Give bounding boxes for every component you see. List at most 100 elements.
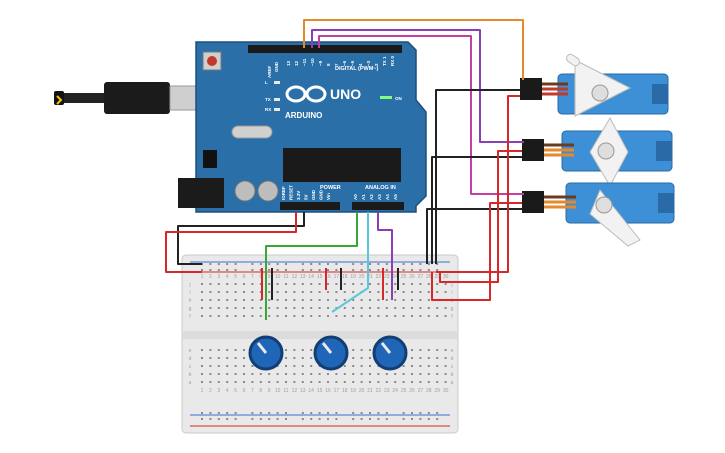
atmega-chip [283, 148, 401, 182]
breadboard-column-number: 10 [275, 388, 281, 394]
breadboard-row-letter: a [451, 380, 454, 386]
breadboard-column-number: 3 [217, 274, 220, 280]
wire-pin10-servo2 [311, 29, 524, 143]
power-pin-label: IOREF [281, 186, 286, 200]
breadboard-column-number: 9 [268, 274, 271, 280]
breadboard-column-number: 7 [251, 388, 254, 394]
breadboard-column-number: 23 [384, 388, 390, 394]
breadboard-column-number: 16 [325, 388, 331, 394]
breadboard-column-number: 27 [418, 388, 424, 394]
digital-pin-label: 2 [374, 63, 379, 66]
digital-pin-label: ~11 [302, 58, 307, 66]
digital-label: DIGITAL (PWM~) [335, 66, 379, 72]
breadboard-row-letter: f [189, 314, 191, 320]
wire-servo2-vcc [439, 150, 522, 283]
power-pin-label: 5V [304, 194, 309, 200]
breadboard-row-letter: d [451, 356, 454, 362]
potentiometer-3[interactable] [372, 335, 408, 371]
breadboard-row-letter: b [451, 372, 454, 378]
breadboard-row-letter: b [189, 372, 192, 378]
breadboard-column-number: 7 [251, 274, 254, 280]
digital-pin-label: ~10 [310, 58, 315, 66]
led-rx-label: RX [265, 107, 271, 112]
breadboard-column-number: 14 [308, 274, 314, 280]
breadboard-row-letter: g [189, 306, 192, 312]
digital-pin-label: ~9 [318, 60, 323, 66]
breadboard-column-number: 13 [300, 274, 306, 280]
breadboard-column-number: 2 [209, 274, 212, 280]
digital-pin-label: 12 [294, 60, 299, 66]
breadboard-column-number: 15 [317, 274, 323, 280]
power-pin-label: 3.3V [296, 191, 301, 200]
power-pin-label: GND [319, 189, 324, 200]
breadboard-column-number: 28 [426, 388, 432, 394]
servo-motor-1[interactable] [557, 53, 669, 117]
breadboard-row-letter: a [189, 380, 192, 386]
wire-servo3-vcc [431, 202, 522, 301]
potentiometer-2[interactable] [313, 335, 349, 371]
digital-pin-label: 4 [358, 63, 363, 66]
breadboard-column-number: 19 [350, 388, 356, 394]
breadboard-column-number: 13 [300, 388, 306, 394]
servo-connectors [520, 78, 576, 213]
led-l-label: L [265, 80, 268, 85]
breadboard-column-number: 11 [283, 388, 288, 394]
servo-motor-2[interactable] [561, 116, 673, 188]
wire-servo2-gnd [431, 156, 522, 264]
led-tx-label: TX [265, 97, 271, 102]
usb-cable [54, 82, 201, 114]
power-label: POWER [320, 185, 341, 191]
breadboard-row-letter: i [189, 290, 190, 296]
breadboard-column-number: 21 [367, 388, 373, 394]
breadboard-column-number: 30 [443, 388, 449, 394]
breadboard-column-number: 15 [317, 388, 323, 394]
analog-pin-label: A0 [353, 194, 358, 200]
breadboard-row-letter: g [451, 306, 454, 312]
breadboard-column-number: 20 [359, 388, 365, 394]
breadboard-column-number: 6 [243, 388, 246, 394]
breadboard-column-number: 27 [418, 274, 424, 280]
breadboard-column-number: 10 [275, 274, 281, 280]
breadboard-column-number: 4 [226, 388, 229, 394]
arduino-model: UNO [330, 86, 361, 102]
analog-label: ANALOG IN [365, 185, 396, 191]
breadboard-column-number: 17 [334, 274, 340, 280]
breadboard-column-number: 22 [376, 388, 382, 394]
wire-servo1-vcc [436, 95, 520, 273]
analog-pin-label: A1 [361, 194, 366, 200]
breadboard-row-letter: e [189, 348, 192, 354]
breadboard-row-letter: j [450, 282, 452, 288]
breadboard-column-number: 20 [359, 274, 365, 280]
breadboard-column-number: 5 [234, 274, 237, 280]
breadboard-column-number: 24 [392, 388, 398, 394]
power-pin-label: Vin [326, 193, 331, 200]
digital-header [248, 45, 402, 53]
potentiometer-1[interactable] [248, 335, 284, 371]
breadboard-column-number: 17 [334, 388, 340, 394]
wire-pin9-servo3 [318, 35, 524, 195]
breadboard-column-number: 9 [268, 388, 271, 394]
digital-pin-label: ~6 [342, 60, 347, 66]
power-jack [178, 178, 224, 208]
breadboard-row-letter: h [189, 298, 192, 304]
breadboard-column-number: 8 [259, 388, 262, 394]
breadboard-column-number: 2 [209, 388, 212, 394]
breadboard-column-number: 3 [217, 388, 220, 394]
arduino-uno-board[interactable]: ARDUINO UNO DIGITAL (PWM~) POWER ANALOG … [178, 41, 427, 213]
breadboard-column-number: 19 [350, 274, 356, 280]
breadboard-column-number: 28 [426, 274, 432, 280]
wire-pin11-servo1 [303, 19, 524, 80]
breadboard-column-number: 25 [401, 388, 407, 394]
power-header [280, 202, 340, 210]
breadboard-column-number: 11 [283, 274, 288, 280]
breadboard-column-number: 22 [376, 274, 382, 280]
servo-motor-3[interactable] [565, 182, 675, 247]
breadboard-column-number: 23 [384, 274, 390, 280]
breadboard-column-number: 12 [292, 274, 298, 280]
wire-5v-top [165, 212, 297, 273]
breadboard-column-number: 5 [234, 388, 237, 394]
power-pin-label: RESET [289, 185, 294, 200]
breadboard-column-number: 18 [342, 274, 348, 280]
analog-pin-label: A3 [377, 194, 382, 200]
